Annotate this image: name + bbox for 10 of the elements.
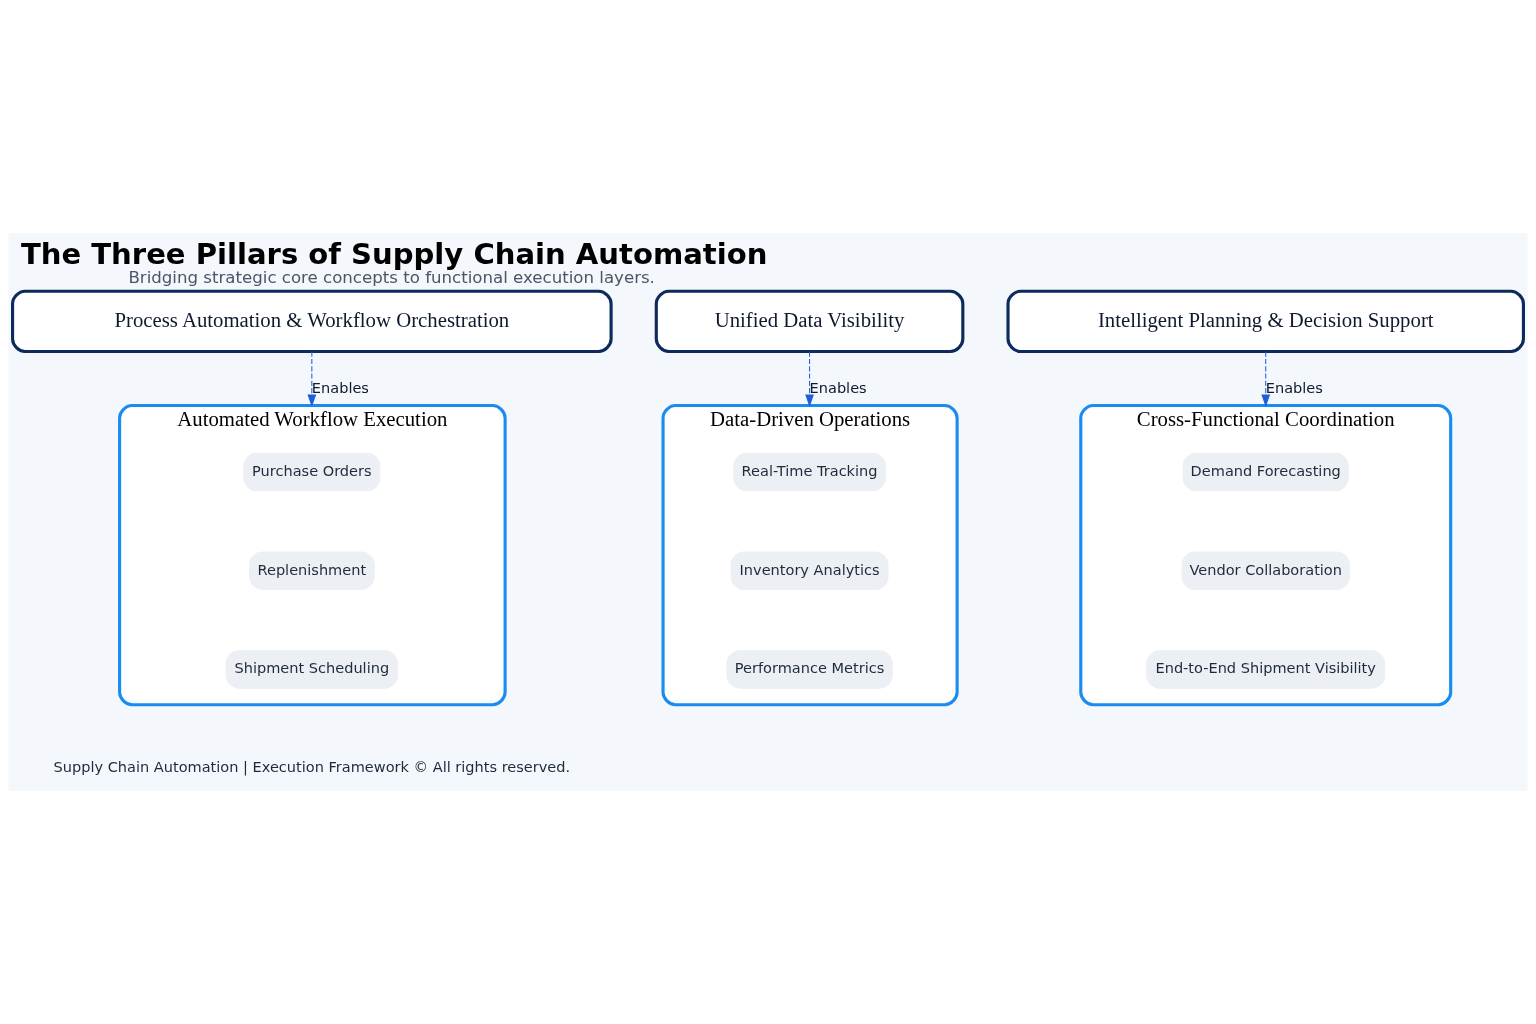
arrow [1261, 351, 1271, 408]
node-box: Process Automation & Workflow Orchestration [11, 289, 613, 353]
label: Supply Chain Automation | Execution Framework © All rights reserved. [53, 758, 571, 775]
arrow [307, 351, 317, 408]
arrow [805, 351, 814, 408]
edge-label: Enables [311, 380, 369, 397]
node-box: Unified Data Visibility [654, 289, 965, 353]
edge-label: Enables [809, 380, 867, 397]
node-box: Intelligent Planning & Decision Support [1006, 289, 1525, 353]
edge-label: Enables [1265, 380, 1323, 397]
